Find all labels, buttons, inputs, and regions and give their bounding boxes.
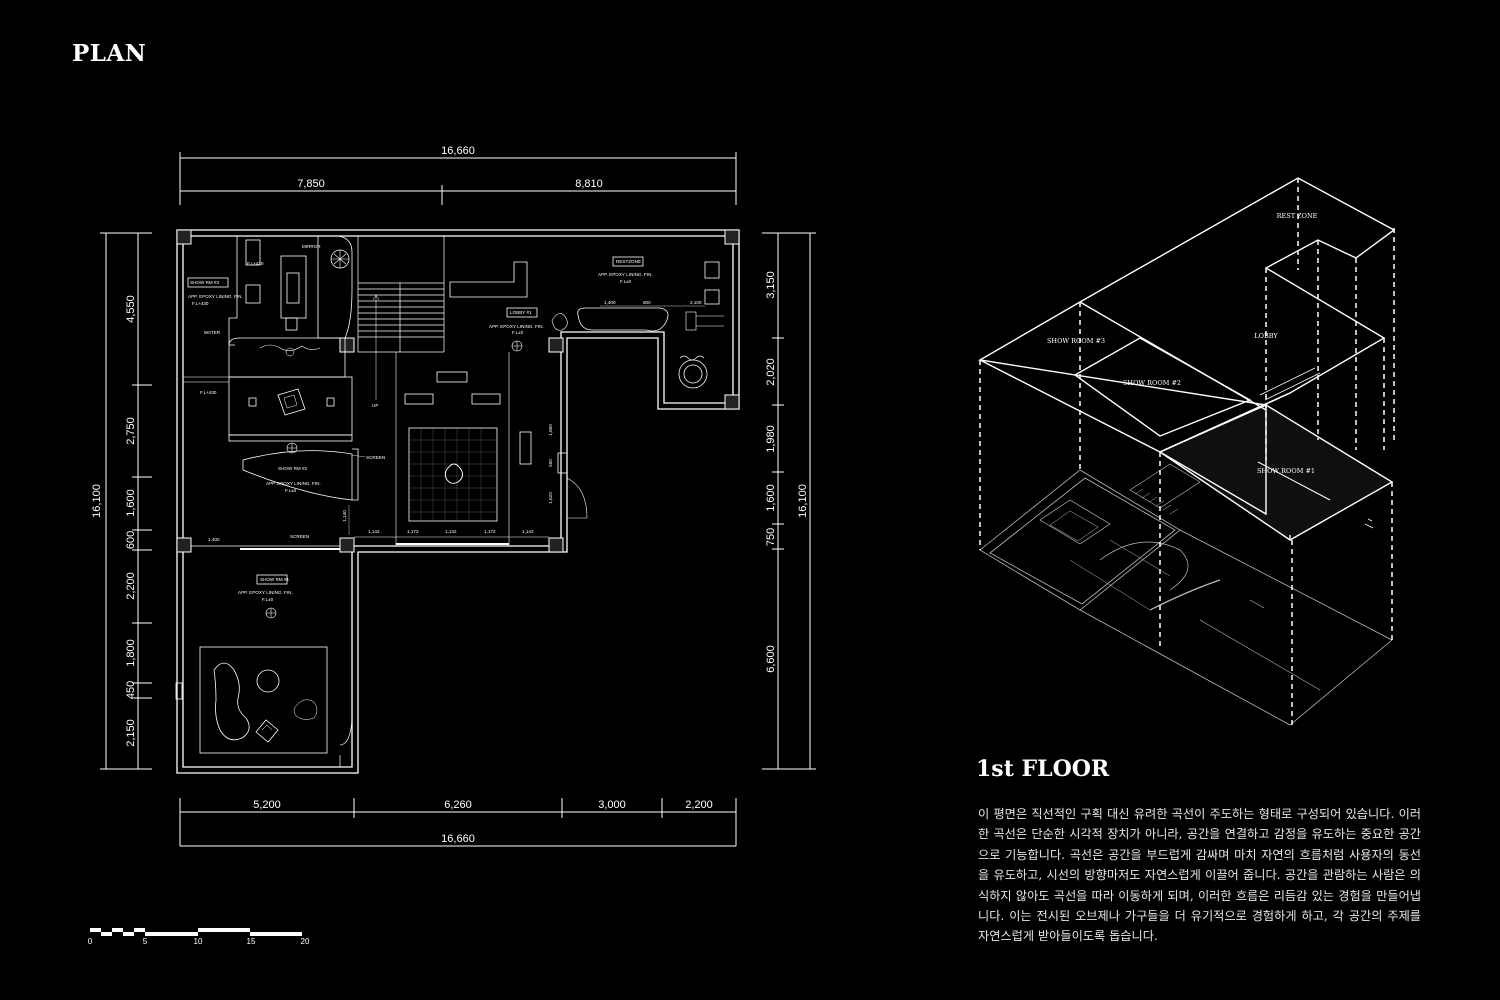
screen-wall [191, 505, 549, 550]
label-epoxy3: APP. EPOXY LINING. FIN. [188, 294, 243, 299]
level-marker-room2 [286, 442, 298, 454]
axon-label-show-room-1: SHOW ROOM #1 [1257, 467, 1315, 475]
central-exhibit [395, 352, 588, 546]
label-water: WATER [204, 330, 221, 335]
label-fl-rest: F.L±0 [620, 279, 632, 284]
dim-bottom-2: 6,260 [444, 799, 472, 811]
dim-left-4: 600 [125, 531, 137, 549]
scale-tick-5: 5 [143, 937, 148, 946]
dim-right-5: 750 [765, 528, 777, 546]
axon-roof-slabs[interactable] [977, 177, 1396, 541]
scale-tick-20: 20 [301, 937, 310, 946]
dim-right-6: 6,600 [765, 645, 777, 673]
water-feature [183, 337, 353, 442]
dim-left-7: 450 [125, 681, 137, 699]
dim-right-3: 1,980 [765, 425, 777, 453]
axon-dashed-columns [979, 178, 1395, 725]
dim-left-3: 1,600 [125, 489, 137, 517]
dim-left-total: 16,100 [91, 484, 103, 518]
left-wall-openings [176, 400, 184, 640]
page-title: PLAN [72, 40, 147, 67]
show-room-1 [175, 574, 353, 767]
label-up: UP [372, 403, 378, 408]
dim-left-5: 2,200 [125, 572, 137, 600]
label-d800: 800 [643, 300, 651, 305]
scale-tick-10: 10 [194, 937, 203, 946]
rest-zone [551, 256, 724, 389]
axon-label-show-room-2: SHOW ROOM #2 [1123, 379, 1181, 387]
floor-title: 1st FLOOR [976, 756, 1110, 782]
floor-plan: 16,660 7,850 8,810 5,200 6,260 3,000 2,2… [91, 145, 816, 847]
outer-walls [176, 229, 740, 774]
dim-bottom-3: 3,000 [598, 799, 626, 811]
label-fl1: F.L±0 [262, 597, 274, 602]
label-mirror: MIRROR [302, 244, 321, 249]
stairs [357, 235, 445, 400]
label-d1400: 1,400 [604, 300, 616, 305]
label-epoxy2: APP. EPOXY LINING. FIN. [266, 481, 321, 486]
columns [176, 229, 740, 553]
label-d1650: 1,650 [548, 424, 553, 436]
dim-bottom-total: 16,660 [441, 833, 475, 845]
label-screen2: SCREEN [290, 534, 309, 539]
label-epoxy-lobby: APP. EPOXY LINING. FIN. [489, 324, 544, 329]
dim-top-2: 8,810 [575, 178, 603, 190]
axon-label-show-room-3: SHOW ROOM #3 [1047, 337, 1105, 345]
label-show-rm1: SHOW RM #1 [260, 577, 290, 582]
scale-bar: 0 5 10 15 20 [88, 928, 310, 946]
dim-left-8: 2,150 [125, 719, 137, 747]
label-show-rm2: SHOW RM #2 [278, 466, 308, 471]
axon-floor-plan [979, 463, 1393, 726]
dim-right-2: 2,020 [765, 358, 777, 386]
axonometric-view: REST ZONE SHOW ROOM #3 LOBBY SHOW ROOM #… [977, 177, 1396, 726]
label-d1142a: 1,142 [368, 529, 380, 534]
scale-tick-0: 0 [88, 937, 93, 946]
axon-details [1257, 367, 1374, 529]
dim-right-total: 16,100 [797, 484, 809, 518]
label-fl3: F.L+430 [192, 301, 209, 306]
label-d1172b: 1,172 [484, 529, 496, 534]
axon-label-rest-zone: REST ZONE [1277, 212, 1318, 220]
dim-top-1: 7,850 [297, 178, 325, 190]
show-room-2 [242, 448, 359, 501]
label-d1620: 1,620 [548, 492, 553, 504]
dim-left-2: 2,750 [125, 417, 137, 445]
label-d1132: 1,132 [445, 529, 457, 534]
lobby-counter [449, 261, 538, 318]
dim-bottom-4: 2,200 [685, 799, 713, 811]
label-screen1: SCREEN [366, 455, 385, 460]
label-fl3b: F.L+430 [247, 261, 264, 266]
dim-left-6: 1,800 [125, 639, 137, 667]
show-room-3 [187, 235, 353, 346]
label-restzone: RESTZONE [616, 259, 641, 264]
label-epoxy1: APP. EPOXY LINING. FIN. [238, 590, 293, 595]
dim-bottom-1: 5,200 [253, 799, 281, 811]
label-d1400b: 1,400 [208, 537, 220, 542]
label-d2100: 2,100 [690, 300, 702, 305]
dim-left-1: 4,550 [125, 295, 137, 323]
level-marker-lobby [511, 340, 523, 352]
level-marker-room1 [265, 607, 277, 619]
right-dimensions [762, 232, 816, 770]
dim-right-4: 1,600 [765, 484, 777, 512]
label-d1140: 1,140 [342, 510, 347, 522]
label-lobby: LOBBY #1 [510, 310, 532, 315]
bottom-dimensions [179, 798, 737, 847]
label-d550: 550 [548, 459, 553, 467]
axon-label-lobby: LOBBY [1254, 332, 1278, 340]
scale-tick-15: 15 [247, 937, 256, 946]
left-dimensions [100, 232, 152, 770]
label-d1172a: 1,172 [407, 529, 419, 534]
dim-right-1: 3,150 [765, 271, 777, 299]
label-fl-lobby: F.L±0 [512, 330, 524, 335]
label-epoxy-rest: APP. EPOXY LINING. FIN. [598, 272, 653, 277]
label-fl2: F.L±0 [285, 488, 297, 493]
top-dimensions [179, 152, 737, 205]
label-show-rm3: SHOW RM #3 [190, 280, 220, 285]
label-fl-side: F.L+430 [200, 390, 217, 395]
dim-top-total: 16,660 [441, 145, 475, 157]
floor-description: 이 평면은 직선적인 구획 대신 유려한 곡선이 주도하는 형태로 구성되어 있… [978, 807, 1421, 944]
label-d1142b: 1,142 [522, 529, 534, 534]
